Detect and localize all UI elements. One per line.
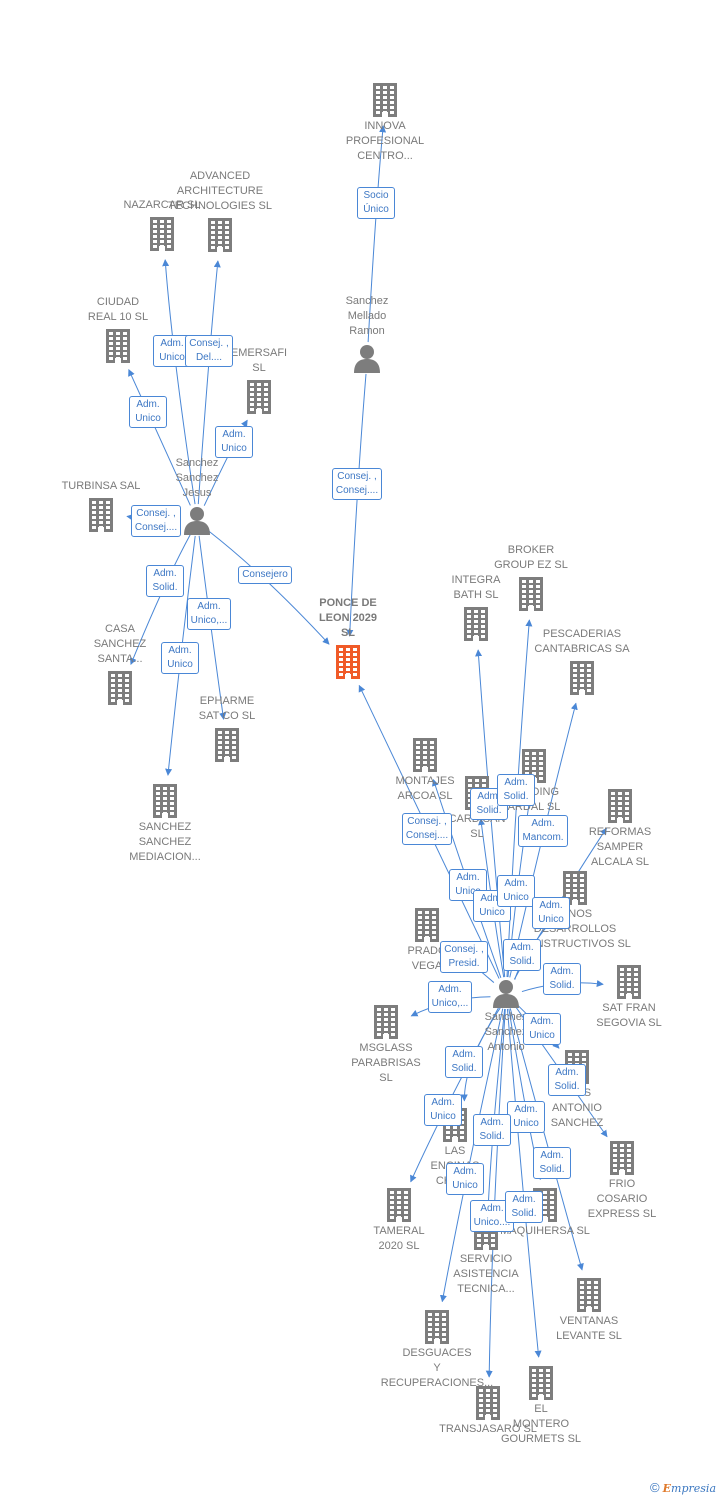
relation-badge-ttes[interactable]: Adm. Unico [523, 1013, 561, 1045]
relation-badge-epharme[interactable]: Adm. Unico,... [186, 598, 232, 630]
node-label-servicio[interactable]: SERVICIO ASISTENCIA TECNICA... [453, 1253, 519, 1295]
building-icon[interactable] [616, 965, 642, 999]
building-icon[interactable] [562, 871, 588, 905]
node-label-frio[interactable]: FRIO COSARIO EXPRESS SL [587, 1178, 657, 1220]
node-label-reformas[interactable]: REFORMAS SAMPER ALCALA SL [588, 826, 652, 868]
building-icon[interactable] [412, 738, 438, 772]
node-label-integra[interactable]: INTEGRA BATH SL [451, 574, 501, 601]
node-label-pinos[interactable]: PINOS DESARROLLOS CONSTRUCTIVOS SL [519, 908, 631, 950]
person-icon[interactable] [491, 978, 521, 1008]
relation-badge-ponce[interactable]: Consej. , Consej.... [331, 468, 383, 500]
building-icon[interactable] [609, 1141, 635, 1175]
node-label-emersafi[interactable]: EMERSAFI SL [230, 347, 288, 374]
node-label-desguaces[interactable]: DESGUACES Y RECUPERACIONES... [380, 1347, 494, 1389]
building-icon[interactable] [214, 728, 240, 762]
relation-badge-frio[interactable]: Adm. Solid. [548, 1064, 586, 1096]
relation-badge-turbinsa[interactable]: Consej. , Consej.... [130, 505, 182, 537]
edge-p-antonio-montero [506, 1008, 542, 1358]
node-label-turbinsa[interactable]: TURBINSA SAL [61, 480, 141, 492]
footer-credit: © Empresia [650, 1480, 716, 1495]
node-label-montero[interactable]: EL MONTERO GOURMETS SL [500, 1403, 582, 1445]
relation-badge-advanced[interactable]: Consej. , Del.... [185, 335, 233, 367]
node-label-ponce[interactable]: PONCE DE LEON 2029 SL [318, 597, 378, 639]
building-icon[interactable] [607, 789, 633, 823]
node-label-satfran[interactable]: SAT FRAN SEGOVIA SL [596, 1002, 662, 1029]
node-label-msglass[interactable]: MSGLASS PARABRISAS SL [351, 1042, 421, 1084]
building-icon[interactable] [207, 218, 233, 252]
relation-badge-pradovega[interactable]: Consej. , Presid. [440, 941, 488, 973]
relation-badge-desguaces[interactable]: Adm. Unico [446, 1163, 484, 1195]
relation-badge-ventanas[interactable]: Adm. Solid. [533, 1147, 571, 1179]
relation-badge-ciudadreal[interactable]: Adm. Unico [129, 396, 167, 428]
relation-badge-holding[interactable]: Adm. Unico [497, 875, 535, 907]
node-label-pescaderias[interactable]: PESCADERIAS CANTABRICAS SA [534, 628, 630, 655]
node-label-innova[interactable]: INNOVA PROFESIONAL CENTRO... [345, 120, 425, 162]
building-icon[interactable] [149, 217, 175, 251]
relation-badge-servicio[interactable]: Adm. Solid. [473, 1114, 511, 1146]
brand-logo[interactable]: Empresia [662, 1482, 717, 1495]
node-label-sanchezmed[interactable]: SANCHEZ SANCHEZ MEDIACION... [129, 821, 201, 863]
node-label-advanced[interactable]: ADVANCED ARCHITECTURE TECHNOLOGIES SL [168, 170, 272, 212]
relation-badge-pinos[interactable]: Adm. Solid. [503, 939, 541, 971]
copyright-icon: © [650, 1480, 660, 1495]
relation-badge-casasanchez[interactable]: Adm. Solid. [146, 565, 184, 597]
relation-badge-tameral[interactable]: Adm. Unico [424, 1094, 462, 1126]
relation-badge-encinas[interactable]: Adm. Solid. [445, 1046, 483, 1078]
relation-badge-maquihersa[interactable]: Adm. Unico [507, 1101, 545, 1133]
building-icon[interactable] [414, 908, 440, 942]
building-icon[interactable] [372, 83, 398, 117]
building-icon[interactable] [152, 784, 178, 818]
building-icon[interactable] [475, 1386, 501, 1420]
relation-badge-msglass[interactable]: Adm. Unico,... [427, 981, 473, 1013]
building-icon[interactable] [246, 380, 272, 414]
edge-p-antonio-transjasaro [485, 1008, 506, 1378]
node-label-nazarcar[interactable]: NAZARCAR SL [123, 199, 201, 211]
building-icon[interactable] [373, 1005, 399, 1039]
person-icon[interactable] [352, 343, 382, 373]
relation-badge-innova[interactable]: Socio Único [357, 187, 395, 219]
building-icon[interactable] [528, 1366, 554, 1400]
building-icon[interactable] [107, 671, 133, 705]
node-label-montajes[interactable]: MONTAJES ARCOA SL [395, 775, 455, 802]
person-icon[interactable] [182, 505, 212, 535]
building-icon[interactable] [105, 329, 131, 363]
node-label-transjasaro[interactable]: TRANSJASARO SL [439, 1423, 537, 1435]
node-label-epharme[interactable]: EPHARME SAT CO SL [198, 695, 256, 722]
building-icon[interactable] [424, 1310, 450, 1344]
relation-badge-pescaderias[interactable]: Adm. Mancom. [518, 815, 568, 847]
node-label-pradovega[interactable]: PRADO VEGA [407, 945, 447, 972]
node-label-casasanchez[interactable]: CASA SANCHEZ SANTA... [93, 623, 147, 665]
relation-badge-satfran[interactable]: Adm. Solid. [543, 963, 581, 995]
node-label-p-antonio[interactable]: Sanchez Sanchez Antonio [484, 1011, 528, 1053]
relation-badge-nazarcar[interactable]: Adm. Unico [153, 335, 191, 367]
node-label-ciudadreal[interactable]: CIUDAD REAL 10 SL [87, 296, 149, 323]
node-label-p-mellado[interactable]: Sanchez Mellado Ramon [345, 295, 389, 337]
building-icon[interactable] [88, 498, 114, 532]
building-icon[interactable] [463, 607, 489, 641]
building-icon[interactable] [335, 645, 361, 679]
building-icon[interactable] [386, 1188, 412, 1222]
node-label-ventanas[interactable]: VENTANAS LEVANTE SL [556, 1315, 622, 1342]
relation-badge-sanchezmed[interactable]: Adm. Unico [161, 642, 199, 674]
relation-badge-montero[interactable]: Adm. Solid. [505, 1191, 543, 1223]
relation-badge-montajes[interactable]: Adm. Unico [449, 869, 487, 901]
relation-badge-broker[interactable]: Adm. Solid. [497, 774, 535, 806]
node-label-broker[interactable]: BROKER GROUP EZ SL [494, 544, 568, 571]
node-label-p-jesus[interactable]: Sanchez Sanchez Jesus [175, 457, 219, 499]
node-label-maquihersa[interactable]: MAQUIHERSA SL [500, 1225, 590, 1237]
relation-badge-ponce[interactable]: Consejero [238, 566, 292, 584]
relation-badge-reformas[interactable]: Adm. Unico [532, 897, 570, 929]
relation-badge-emersafi[interactable]: Adm. Unico [215, 426, 253, 458]
node-label-tameral[interactable]: TAMERAL 2020 SL [373, 1225, 425, 1252]
building-icon[interactable] [518, 577, 544, 611]
building-icon[interactable] [576, 1278, 602, 1312]
building-icon[interactable] [569, 661, 595, 695]
relation-badge-ponce[interactable]: Consej. , Consej.... [401, 813, 453, 845]
